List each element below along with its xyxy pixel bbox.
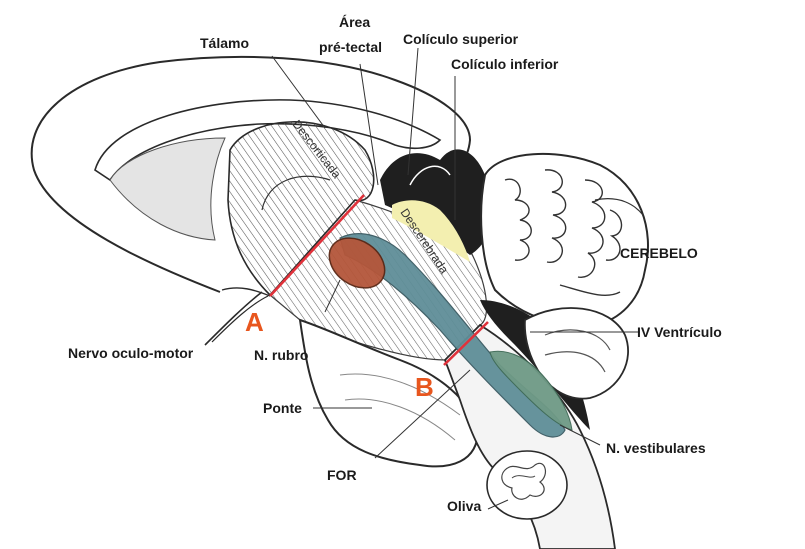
oculomotor-nerve bbox=[204, 291, 263, 346]
label-coliculo-superior: Colículo superior bbox=[403, 31, 519, 47]
olive bbox=[486, 450, 568, 520]
label-coliculo-inferior: Colículo inferior bbox=[451, 56, 559, 72]
cerebellum bbox=[480, 152, 649, 327]
corpus-callosum bbox=[94, 99, 442, 182]
leader-oliva bbox=[487, 499, 509, 510]
fornix-region bbox=[109, 137, 226, 241]
thalamus bbox=[227, 121, 375, 297]
tectum-highlight bbox=[392, 200, 470, 262]
label-oliva: Oliva bbox=[447, 498, 481, 514]
label-cerebelo: CEREBELO bbox=[620, 245, 698, 261]
leader-n-rubro bbox=[324, 279, 341, 313]
leader-n-vestibulares bbox=[559, 424, 601, 446]
cerebrum-outline bbox=[30, 55, 472, 293]
leader-for bbox=[374, 369, 471, 459]
leader-coliculo-superior bbox=[407, 47, 419, 176]
pons bbox=[298, 318, 480, 468]
label-area-line1: Área bbox=[339, 14, 370, 30]
reticular-formation bbox=[339, 233, 566, 438]
label-area-line2: pré-tectal bbox=[319, 39, 382, 55]
tectum-dark bbox=[380, 149, 494, 255]
cut-letter-a: A bbox=[245, 307, 264, 337]
cerebellar-tonsil bbox=[523, 307, 629, 400]
cut-line-a bbox=[269, 194, 365, 297]
label-nervo-oculo-motor: Nervo oculo-motor bbox=[68, 345, 194, 361]
cut-line-b bbox=[443, 321, 489, 366]
leader-talamo bbox=[271, 55, 326, 129]
label-talamo: Tálamo bbox=[200, 35, 249, 51]
label-for: FOR bbox=[327, 467, 357, 483]
cut-letter-b: B bbox=[415, 372, 434, 402]
label-n-rubro: N. rubro bbox=[254, 347, 308, 363]
red-nucleus bbox=[328, 237, 386, 289]
label-n-vestibulares: N. vestibulares bbox=[606, 440, 706, 456]
label-iv-ventriculo: IV Ventrículo bbox=[637, 324, 722, 340]
label-ponte: Ponte bbox=[263, 400, 302, 416]
vestibular-nuclei bbox=[489, 350, 573, 431]
leader-area-pretectal bbox=[359, 63, 379, 186]
